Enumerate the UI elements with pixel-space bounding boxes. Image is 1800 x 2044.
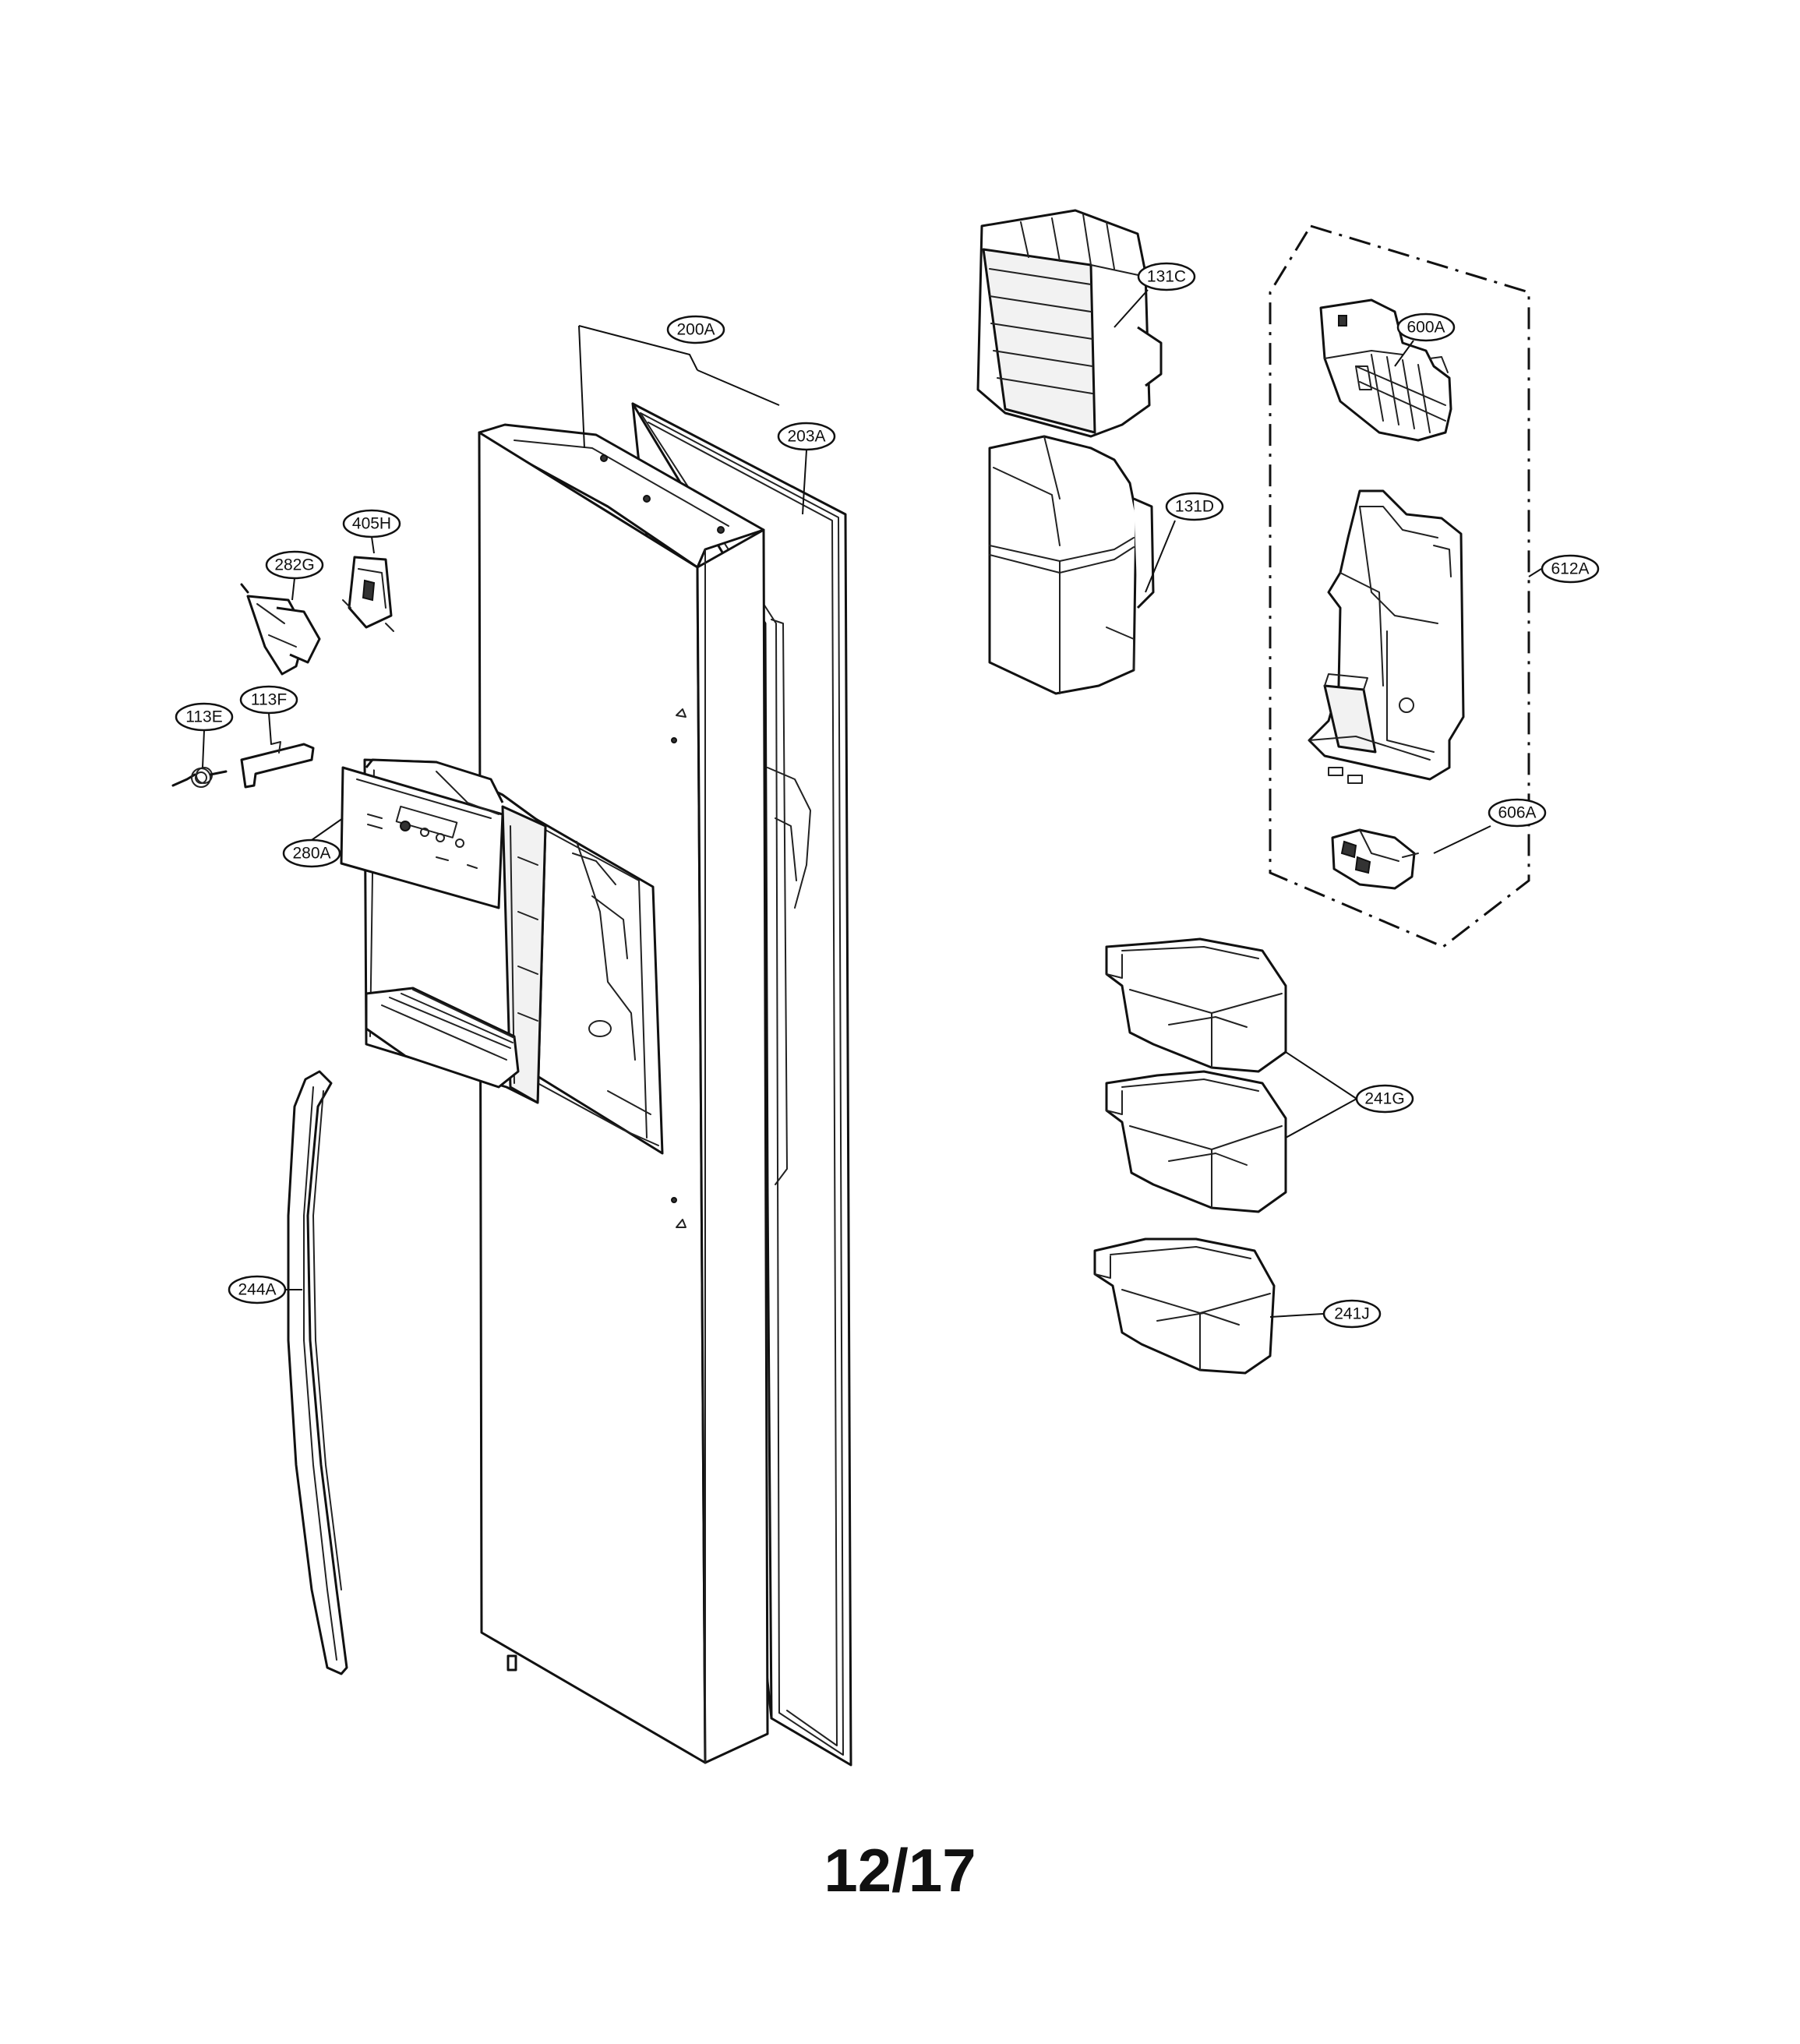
switch-part (342, 556, 394, 632)
refrigerator-door-part (478, 423, 811, 1764)
callout-label: 282G (274, 556, 314, 574)
callout-203A: 203A (777, 422, 836, 451)
door-bin-middle-part (1105, 1070, 1287, 1213)
ice-maker-housing-part (1308, 489, 1465, 784)
callout-label: 113F (251, 691, 287, 709)
callout-241J: 241J (1322, 1299, 1382, 1329)
callout-label: 612A (1551, 560, 1589, 578)
callout-612A: 612A (1541, 554, 1600, 584)
callout-label: 200A (676, 321, 715, 339)
callout-200A: 200A (666, 315, 725, 344)
ice-bin-part (988, 435, 1155, 695)
callout-282G: 282G (265, 550, 324, 580)
callout-label: 113E (185, 708, 223, 726)
callout-405H: 405H (342, 509, 401, 538)
callout-label: 203A (787, 428, 825, 446)
bracket-part (240, 741, 315, 789)
leader-lines (202, 289, 1542, 1318)
dispenser-panel-part (340, 758, 547, 1104)
ice-maker-part (1319, 298, 1452, 442)
callout-label: 606A (1498, 804, 1536, 822)
ice-bin-cover-part (976, 209, 1163, 438)
callout-label: 241G (1364, 1090, 1404, 1108)
door-handle-part (287, 1070, 348, 1675)
callout-244A: 244A (228, 1275, 287, 1304)
spring-part (171, 767, 228, 788)
callout-280A: 280A (282, 838, 341, 868)
assembly-boundary (1269, 224, 1530, 948)
callout-label: 131C (1147, 268, 1186, 286)
door-bin-upper-part (1105, 937, 1287, 1073)
callout-label: 244A (238, 1281, 276, 1299)
callout-241G: 241G (1355, 1084, 1414, 1114)
callout-606A: 606A (1488, 798, 1547, 828)
callout-label: 241J (1334, 1305, 1370, 1323)
door-bin-lower-part (1093, 1237, 1276, 1375)
lever-part (240, 583, 321, 676)
motor-part (1331, 828, 1419, 890)
page-number: 12/17 (824, 1836, 976, 1905)
callout-label: 405H (352, 515, 391, 533)
callout-label: 280A (292, 845, 330, 863)
dispenser-housing-part (513, 805, 664, 1155)
callout-600A: 600A (1396, 312, 1456, 342)
callout-113E: 113E (175, 702, 234, 732)
callout-113F: 113F (239, 685, 298, 715)
callout-label: 131D (1175, 498, 1214, 516)
callout-label: 600A (1406, 319, 1445, 337)
callout-131C: 131C (1137, 262, 1196, 291)
callout-131D: 131D (1165, 492, 1224, 521)
